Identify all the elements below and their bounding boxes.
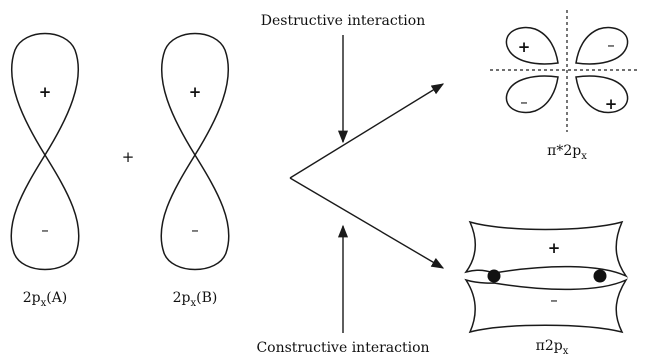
antibonding-sign-upper-left: + [518,38,531,56]
bonding-nucleus-right [594,270,607,283]
orbital-a-lower-lobe [11,155,79,270]
bonding-nucleus-left [488,270,501,283]
antibonding-lobe-lower-left [506,76,558,112]
antibonding-sign-lower-right: + [605,95,618,113]
antibonding-lobe-lower-right [576,76,628,112]
bonding-minus-sign: – [550,291,558,309]
branch-arrow-bonding [290,178,443,268]
antibonding-orbital: + – – + π*2px [490,10,640,162]
bonding-orbital: + – π2px [466,222,626,356]
antibonding-sign-lower-left: – [520,93,528,111]
antibonding-sign-upper-right: – [607,36,615,54]
orbital-b-minus-sign: – [191,221,199,239]
combine-plus-sign: + [122,148,135,166]
orbital-a-plus-sign: + [39,83,52,101]
orbital-a-minus-sign: – [41,221,49,239]
orbital-b-plus-sign: + [189,83,202,101]
orbital-2px-b: + – 2px(B) [161,34,229,310]
antibonding-lobe-upper-left [506,28,558,64]
orbital-b-lower-lobe [161,155,229,270]
antibonding-lobe-upper-right [576,28,628,64]
orbital-b-label: 2px(B) [173,290,218,309]
bonding-upper-lobe [466,222,626,276]
antibonding-label: π*2px [547,143,587,162]
bonding-label: π2px [536,338,569,356]
bonding-lower-lobe [466,280,626,332]
destructive-caption: Destructive interaction [261,13,425,29]
constructive-caption: Constructive interaction [256,340,429,356]
orbital-2px-a: + – 2px(A) [11,34,79,310]
orbital-a-label: 2px(A) [23,290,68,309]
bonding-plus-sign: + [548,239,561,257]
branch-arrow-antibonding [290,84,443,178]
